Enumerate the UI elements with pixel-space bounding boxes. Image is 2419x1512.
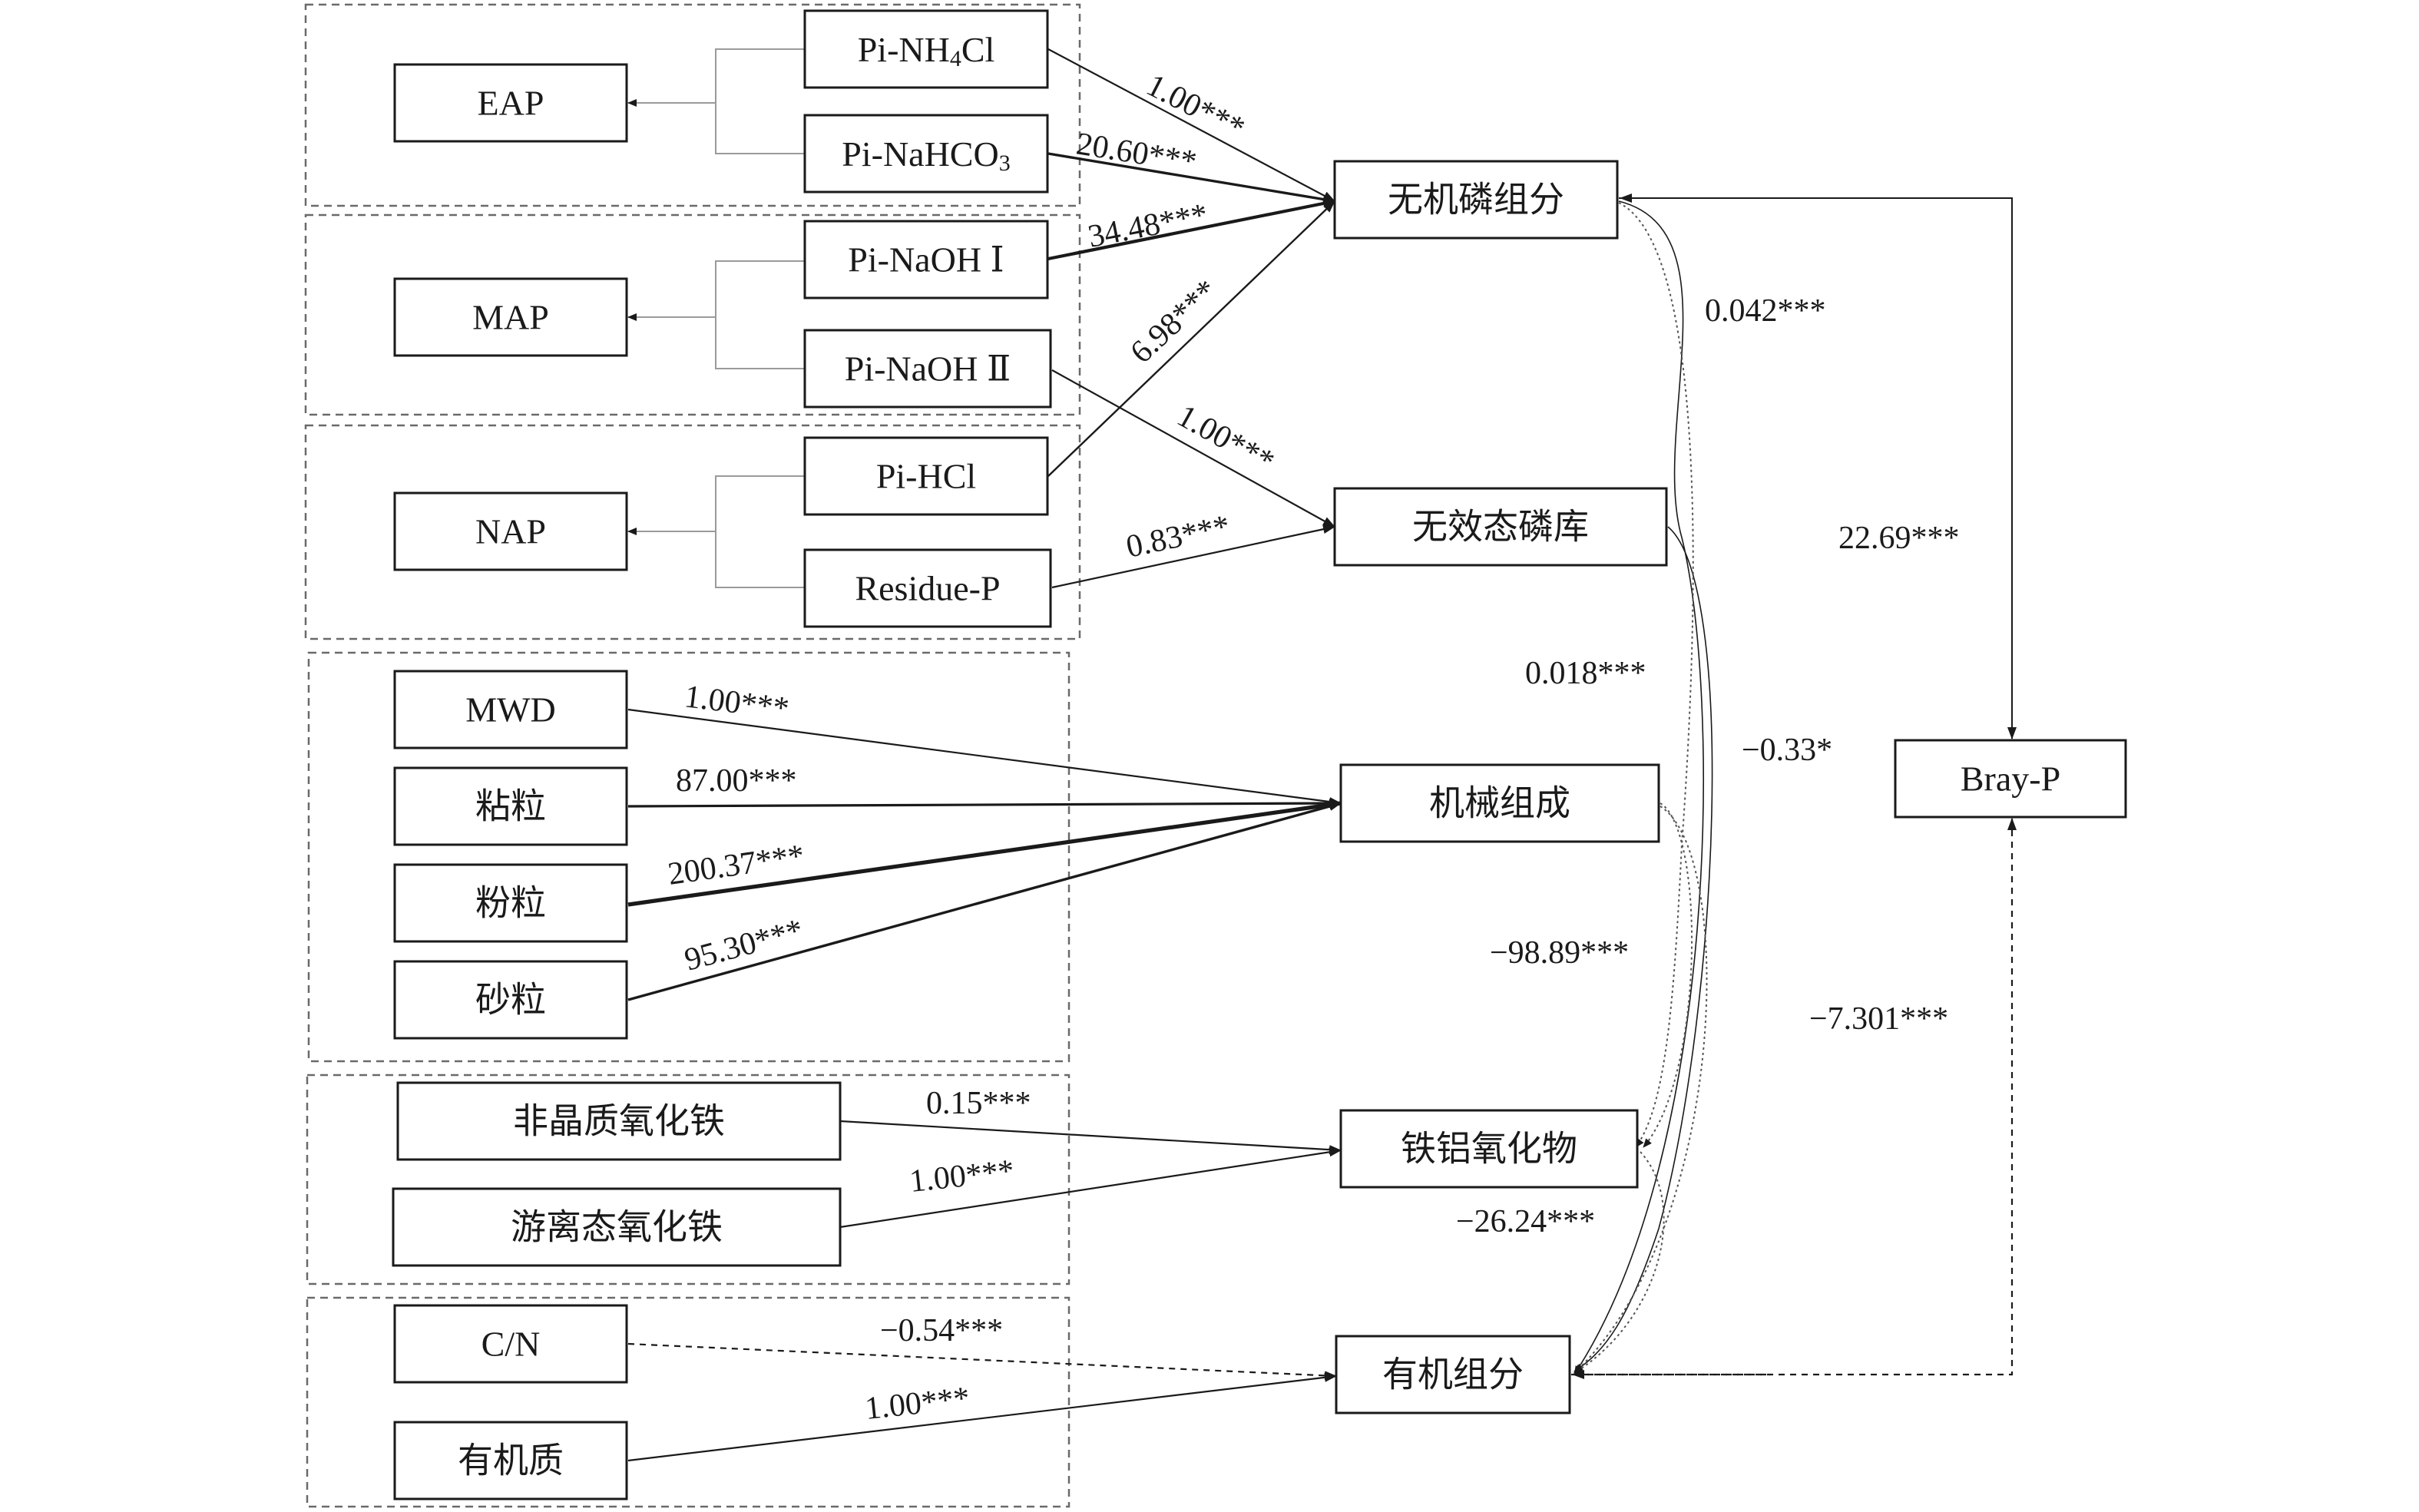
node-silt: 粉粒	[393, 863, 628, 943]
coef-residue-to-ineffective: 0.83***	[1123, 508, 1233, 564]
svg-text:砂粒: 砂粒	[475, 981, 546, 1020]
group-frame-eap	[304, 3, 1081, 207]
path-free-to-feal	[839, 1147, 1342, 1229]
node-amorphous-fe: 非晶质氧化铁	[396, 1081, 842, 1161]
coef-mechanical-organic: −98.89***	[1490, 935, 1629, 971]
svg-text:EAP: EAP	[478, 84, 544, 123]
coef-mwd-to-mechanical: 1.00***	[683, 679, 791, 726]
svg-text:Pi-NH4Cl: Pi-NH4Cl	[858, 30, 995, 71]
node-ineffective-p: 无效态磷库	[1333, 487, 1668, 567]
coef-organic-to-bray: −7.301***	[1809, 1001, 1948, 1037]
node-clay: 粘粒	[393, 766, 628, 846]
node-pi-naoh2: Pi-NaOH Ⅱ	[803, 329, 1052, 409]
node-inorganic-p: 无机磷组分	[1333, 160, 1619, 240]
svg-text:NAP: NAP	[475, 512, 546, 551]
svg-text:铁铝氧化物: 铁铝氧化物	[1401, 1130, 1577, 1169]
path-cn-to-organic	[627, 1342, 1337, 1381]
path-mwd-to-mechanical	[627, 708, 1342, 806]
svg-text:Pi-NaHCO3: Pi-NaHCO3	[842, 134, 1010, 176]
coef-amorphous-to-feal: 0.15***	[926, 1086, 1031, 1121]
path-hcl-to-inorganic	[1047, 200, 1335, 477]
cov-feal-organic	[1574, 1151, 1665, 1374]
node-map: MAP	[393, 277, 628, 357]
coef-naoh1-to-inorganic: 34.48***	[1085, 197, 1210, 255]
coef-nh4cl-to-inorganic: 1.00***	[1140, 68, 1250, 147]
svg-text:MAP: MAP	[472, 298, 549, 337]
map-bracket	[627, 260, 805, 369]
node-pi-naoh1: Pi-NaOH Ⅰ	[803, 220, 1049, 299]
group-frame-organic	[306, 1296, 1071, 1508]
path-residue-to-ineffective	[1051, 524, 1335, 589]
coef-naoh2-to-ineffective: 1.00***	[1171, 399, 1280, 480]
node-free-fe: 游离态氧化铁	[392, 1187, 842, 1267]
coef-free-to-feal: 1.00***	[908, 1153, 1016, 1199]
coef-inorganic-organic: 0.042***	[1705, 293, 1826, 329]
cov-mechanical-feal	[1643, 802, 1693, 1148]
node-organic-matter: 有机质	[393, 1421, 628, 1500]
coef-om-to-organic: 1.00***	[863, 1381, 971, 1427]
path-amorphous-to-feal	[839, 1120, 1342, 1155]
node-bray-p: Bray-P	[1894, 739, 2127, 819]
coef-ineffective-organic: 0.018***	[1525, 656, 1646, 691]
node-cn: C/N	[393, 1304, 628, 1384]
coef-feal-organic: −26.24***	[1456, 1204, 1595, 1239]
eap-bracket	[627, 48, 805, 154]
svg-text:Bray-P: Bray-P	[1961, 759, 2060, 799]
path-nahco3-to-inorganic	[1047, 152, 1335, 204]
path-inorganic-to-bray	[1619, 197, 2017, 739]
svg-text:有机组分: 有机组分	[1382, 1355, 1524, 1395]
svg-text:Pi-HCl: Pi-HCl	[876, 457, 976, 496]
node-nap: NAP	[393, 491, 628, 571]
svg-text:无效态磷库: 无效态磷库	[1412, 508, 1589, 547]
svg-text:有机质: 有机质	[458, 1441, 564, 1481]
svg-text:MWD: MWD	[465, 690, 556, 730]
group-frame-mechanical	[307, 651, 1071, 1063]
group-frame-feal	[306, 1074, 1071, 1285]
node-sand: 砂粒	[393, 960, 628, 1040]
svg-text:粉粒: 粉粒	[475, 884, 546, 923]
path-naoh2-to-ineffective	[1051, 369, 1335, 528]
path-silt-to-mechanical	[627, 800, 1342, 907]
node-pi-nh4cl: Pi-NH4Cl	[803, 9, 1049, 89]
path-om-to-organic	[627, 1372, 1337, 1462]
node-organic: 有机组分	[1335, 1335, 1571, 1414]
svg-text:Pi-NaOH Ⅱ: Pi-NaOH Ⅱ	[845, 349, 1011, 389]
svg-text:游离态氧化铁: 游离态氧化铁	[511, 1208, 723, 1247]
coef-clay-to-mechanical: 87.00***	[676, 763, 797, 799]
cov-mechanical-organic	[1574, 806, 1708, 1374]
svg-text:机械组成: 机械组成	[1429, 784, 1570, 823]
node-pi-nahco3: Pi-NaHCO3	[803, 114, 1049, 194]
svg-text:Pi-NaOH Ⅰ: Pi-NaOH Ⅰ	[848, 240, 1004, 280]
node-mwd: MWD	[393, 670, 628, 749]
svg-text:无机磷组分: 无机磷组分	[1388, 180, 1564, 220]
group-frame-map	[304, 213, 1081, 416]
node-residue-p: Residue-P	[803, 548, 1052, 628]
coef-cn-to-organic: −0.54***	[880, 1313, 1003, 1348]
path-sand-to-mechanical	[627, 802, 1342, 1001]
path-nh4cl-to-inorganic	[1047, 48, 1335, 202]
cov-ineffective-organic	[1574, 526, 1713, 1372]
coef-inorganic-feal: −0.33*	[1742, 733, 1832, 768]
node-pi-hcl: Pi-HCl	[803, 436, 1049, 516]
svg-text:粘粒: 粘粒	[475, 787, 546, 826]
path-organic-to-bray	[1571, 818, 2017, 1376]
svg-text:C/N: C/N	[481, 1325, 541, 1364]
coef-inorganic-to-bray: 22.69***	[1838, 521, 1960, 556]
coef-nahco3-to-inorganic: 20.60***	[1074, 126, 1199, 180]
group-frame-nap	[304, 424, 1081, 640]
node-mechanical: 机械组成	[1339, 763, 1660, 843]
path-naoh1-to-inorganic	[1047, 199, 1335, 261]
node-fe-al: 铁铝氧化物	[1339, 1109, 1639, 1189]
path-clay-to-mechanical	[627, 799, 1342, 809]
nap-bracket	[627, 475, 805, 588]
cov-inorganic-feal	[1618, 202, 1694, 1148]
svg-text:非晶质氧化铁: 非晶质氧化铁	[513, 1102, 725, 1141]
node-eap: EAP	[393, 63, 628, 143]
svg-text:Residue-P: Residue-P	[855, 569, 1000, 608]
